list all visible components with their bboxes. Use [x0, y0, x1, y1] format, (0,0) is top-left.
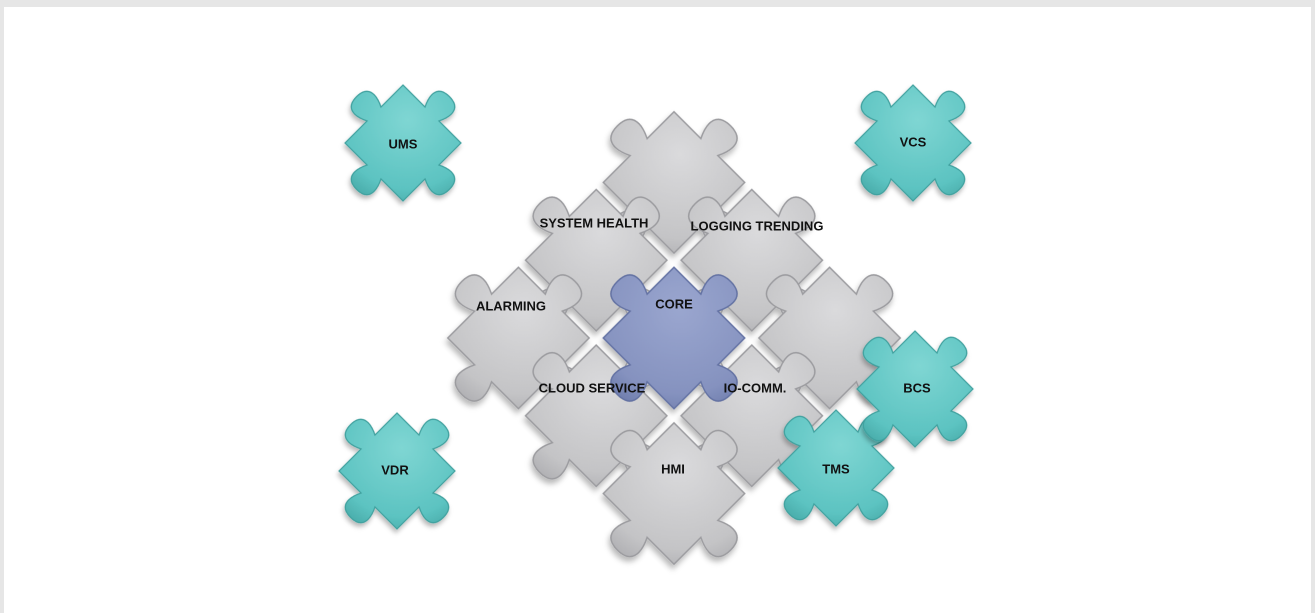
label-logging-trending: LOGGING TRENDING	[691, 218, 824, 233]
label-ums: UMS	[389, 136, 418, 151]
label-core: CORE	[655, 296, 693, 311]
label-vdr: VDR	[381, 462, 409, 477]
label-bcs: BCS	[903, 380, 931, 395]
label-io-comm: IO-COMM.	[724, 380, 787, 395]
label-system-health: SYSTEM HEALTH	[540, 215, 649, 230]
label-tms: TMS	[822, 461, 850, 476]
label-alarming: ALARMING	[476, 298, 546, 313]
label-cloud-service: CLOUD SERVICE	[539, 380, 646, 395]
label-hmi: HMI	[661, 461, 685, 476]
label-vcs: VCS	[900, 134, 927, 149]
